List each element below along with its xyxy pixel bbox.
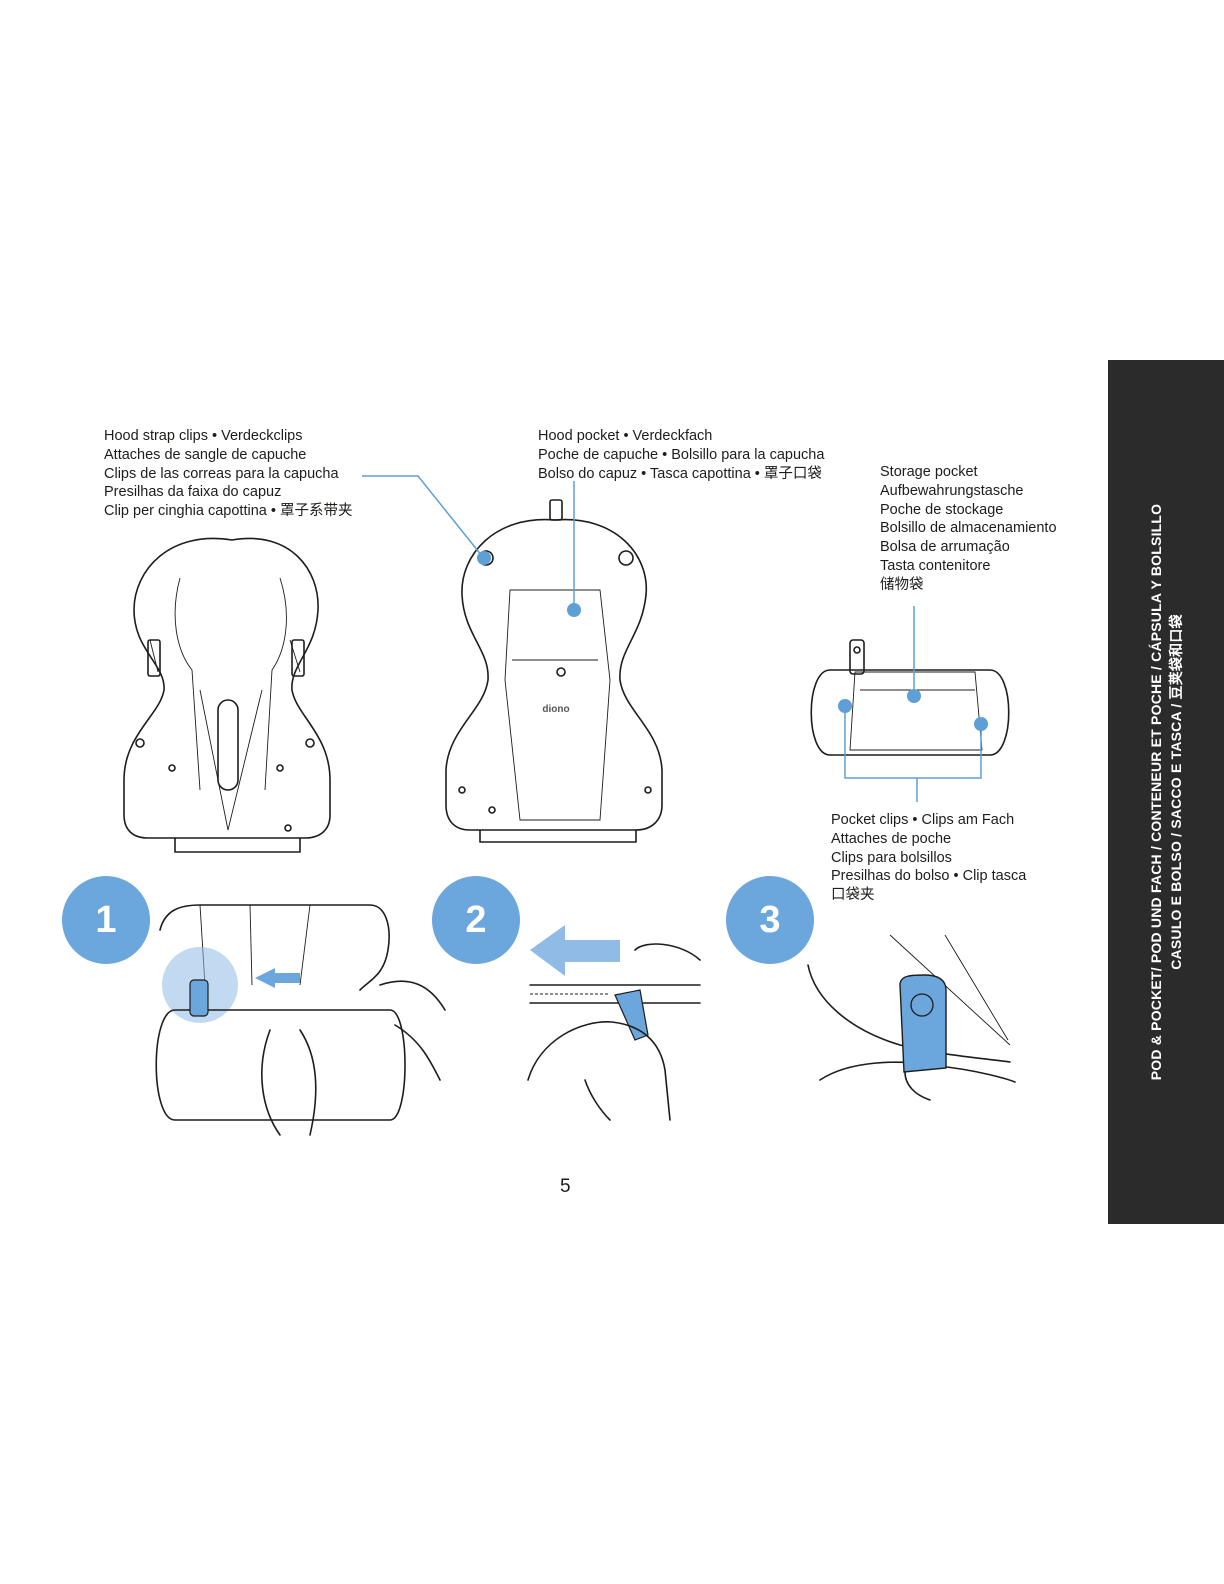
hood-strap-callout-dot <box>477 551 491 565</box>
side-tab-line-1: POD & POCKET/ POD UND FACH / CONTENEUR E… <box>1148 503 1164 1081</box>
hood-pocket-label: Hood pocket • Verdeckfach Poche de capuc… <box>538 428 825 482</box>
step-2-badge: 2 <box>432 876 520 964</box>
storage-pocket-label: Storage pocket Aufbewahrungstasche Poche… <box>880 464 1057 593</box>
step-1-badge: 1 <box>62 876 150 964</box>
hood-strap-callout-line <box>362 475 483 557</box>
pocket-clip-right-dot <box>974 717 988 731</box>
hood-strap-clips-label: Hood strap clips • Verdeckclips Attaches… <box>104 428 353 520</box>
page-number: 5 <box>560 1176 571 1197</box>
pocket-clip-left-dot <box>838 699 852 713</box>
pod-front-outline <box>123 537 331 853</box>
step-2-illustration <box>527 925 701 1121</box>
step-3-clip <box>899 974 947 1073</box>
step-2-arrow <box>530 925 620 976</box>
hood-pocket-callout-dot <box>567 603 581 617</box>
step-3-illustration <box>807 934 1016 1101</box>
pod-back-outline: diono <box>445 499 663 843</box>
side-tab-line-2: CASULO E BOLSO / SACCO E TASCA / 豆荚袋和口袋 <box>1168 614 1184 970</box>
pocket-clips-label: Pocket clips • Clips am Fach Attaches de… <box>831 812 1027 904</box>
brand-mark: diono <box>542 704 569 715</box>
step-1-illustration <box>155 904 446 1136</box>
step-3-badge: 3 <box>726 876 814 964</box>
pocket-clips-callout-bracket <box>844 706 982 779</box>
step-1-clip <box>189 979 209 1017</box>
storage-pocket-callout-dot <box>907 689 921 703</box>
side-tab-text: POD & POCKET/ POD UND FACH / CONTENEUR E… <box>1146 382 1186 1202</box>
step-1-arrow <box>255 968 300 988</box>
section-side-tab: POD & POCKET/ POD UND FACH / CONTENEUR E… <box>1108 360 1224 1224</box>
